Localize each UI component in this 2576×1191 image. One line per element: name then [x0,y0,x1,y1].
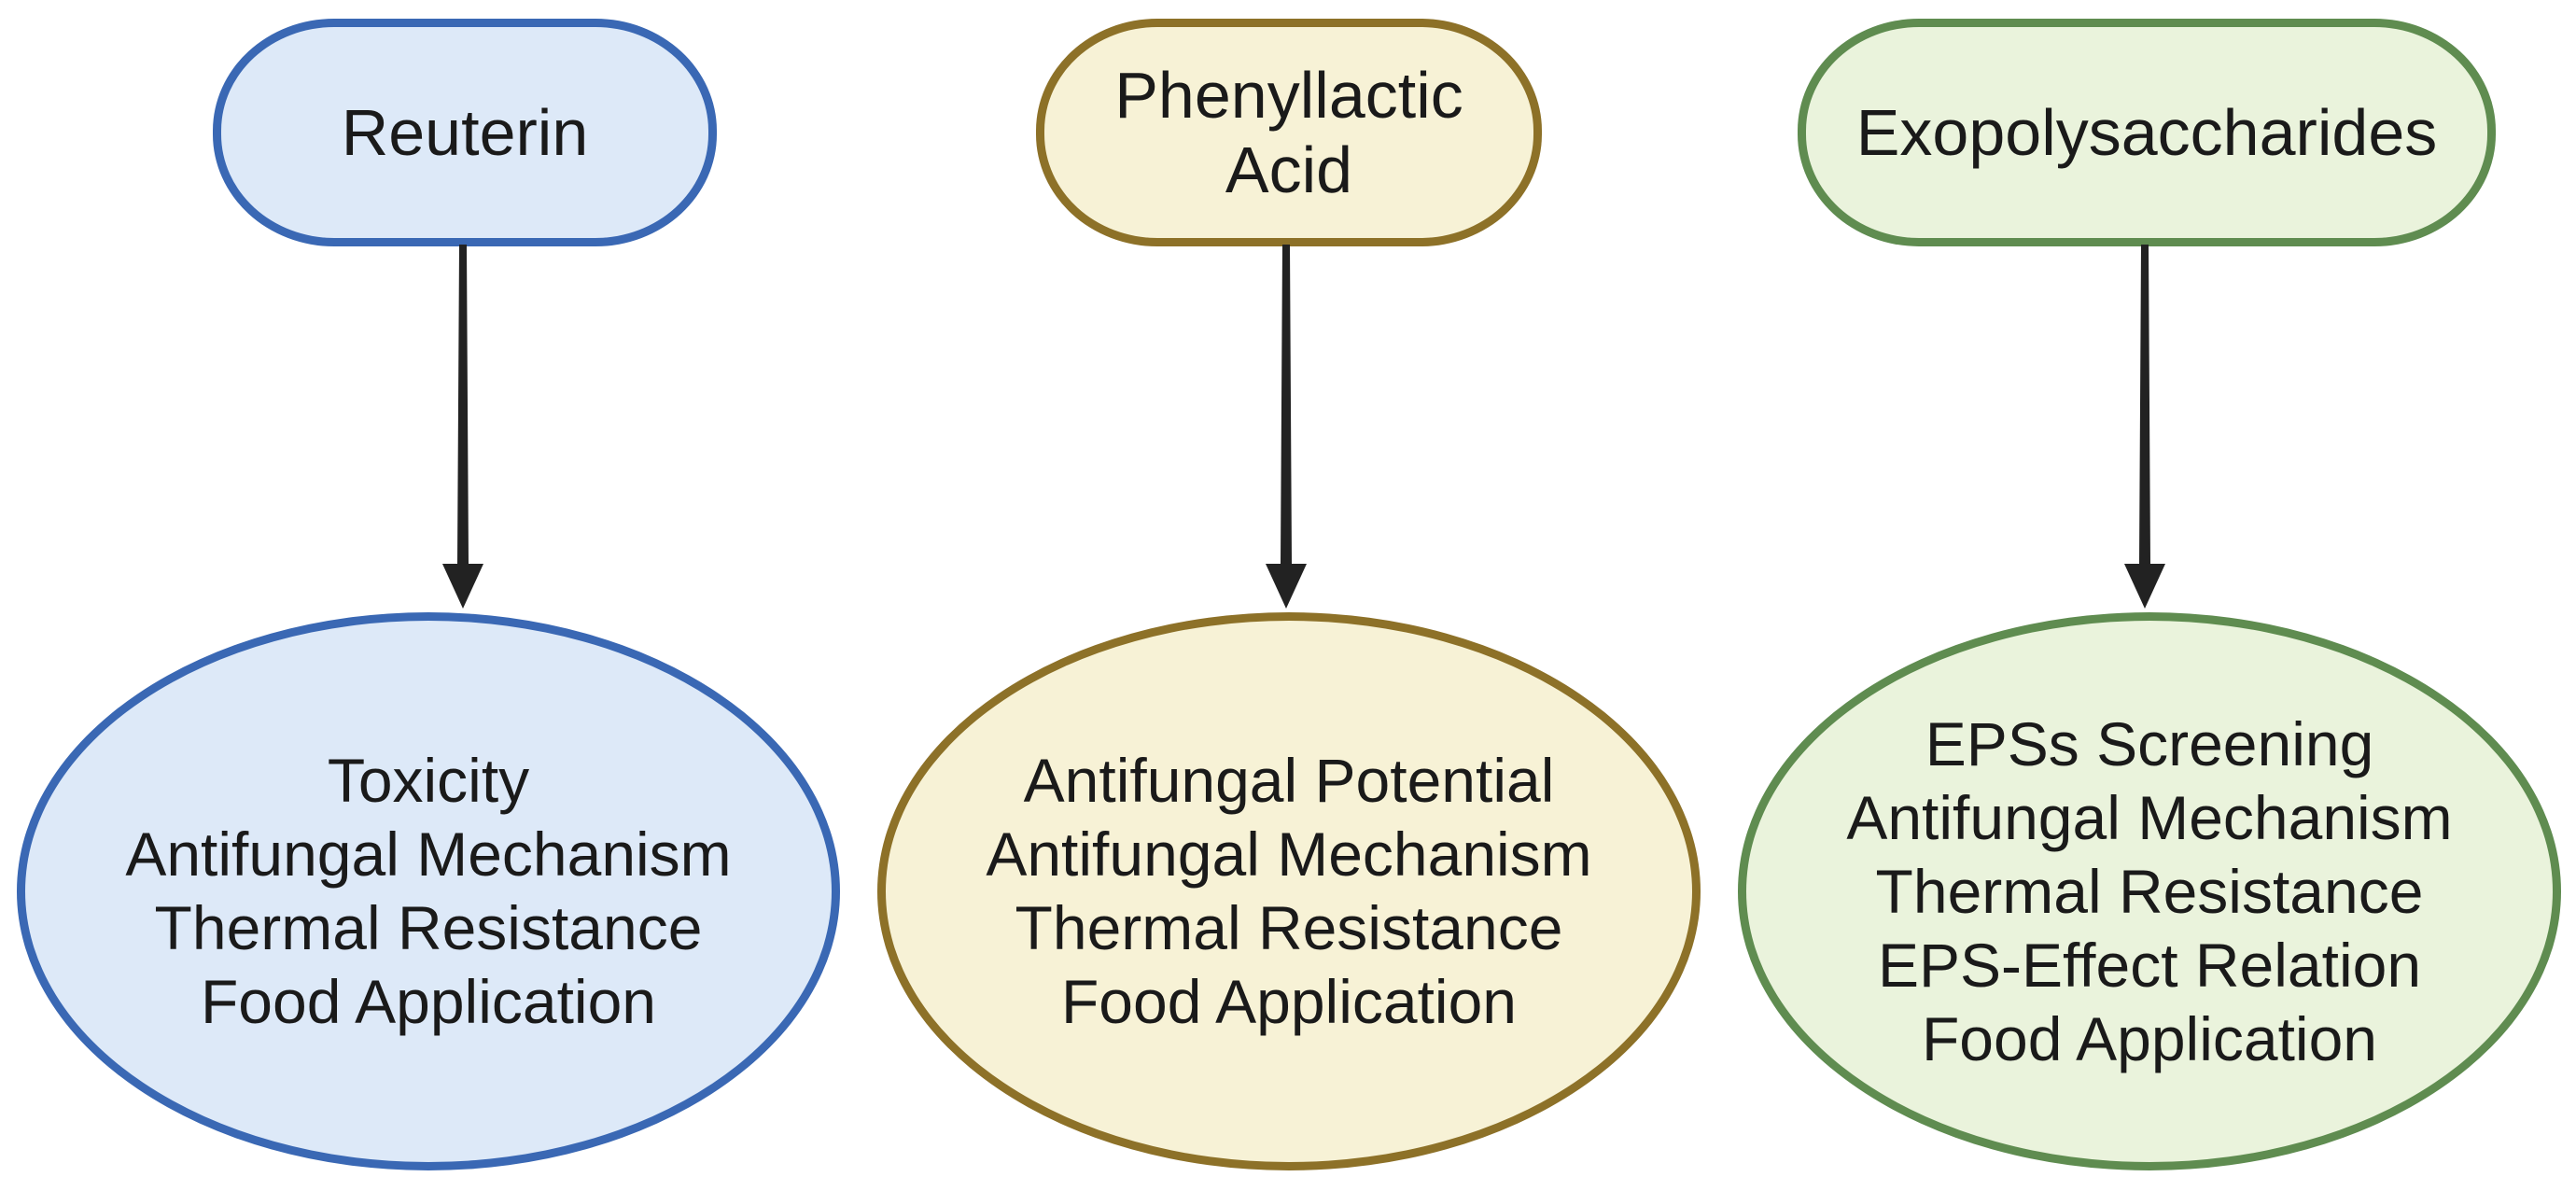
reuterin-topics-node: Toxicity Antifungal Mechanism Thermal Re… [17,612,840,1170]
topic-item: Antifungal Mechanism [1846,782,2453,852]
topic-item: EPS-Effect Relation [1877,930,2422,1000]
exopolysaccharides-title: Exopolysaccharides [1855,96,2438,169]
topic-item: Antifungal Potential [1023,746,1555,815]
topic-item: EPSs Screening [1925,708,2374,778]
exopolysaccharides-node: Exopolysaccharides [1798,19,2496,246]
topic-item: Thermal Resistance [1875,856,2424,926]
reuterin-title: Reuterin [341,96,589,169]
topic-item: Thermal Resistance [154,893,703,962]
arrow-down-icon [2124,245,2165,609]
topic-item: Antifungal Mechanism [986,820,1592,889]
topic-item: Food Application [1921,1003,2377,1073]
topic-item: Antifungal Mechanism [125,820,732,889]
topic-item: Food Application [1060,967,1517,1036]
phenyllactic-acid-topics-node: Antifungal Potential Antifungal Mechanis… [877,612,1701,1170]
topic-item: Food Application [200,967,656,1036]
arrow-down-icon [442,245,483,609]
reuterin-node: Reuterin [213,19,717,246]
column-reuterin: Reuterin Toxicity Antifungal Mechanism T… [0,0,859,1191]
exopolysaccharides-topics-node: EPSs Screening Antifungal Mechanism Ther… [1738,612,2561,1170]
column-exopolysaccharides: Exopolysaccharides EPSs Screening Antifu… [1717,0,2576,1191]
topic-item: Toxicity [327,746,530,815]
topic-item: Thermal Resistance [1015,893,1563,962]
phenyllactic-acid-title: Phenyllactic Acid [1114,59,1463,206]
phenyllactic-acid-node: Phenyllactic Acid [1036,19,1542,246]
arrow-down-icon [1266,245,1307,609]
column-phenyllactic-acid: Phenyllactic Acid Antifungal Potential A… [859,0,1717,1191]
